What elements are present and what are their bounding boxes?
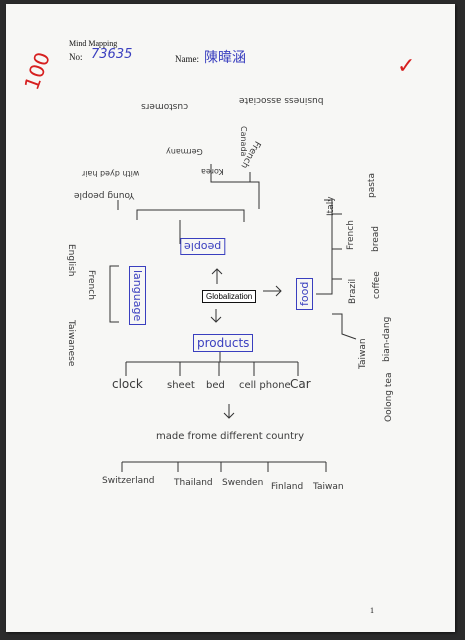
food-item-french: French bbox=[346, 220, 356, 250]
center-node-globalization: Globalization bbox=[202, 290, 257, 303]
food-detail-coffee: coffee bbox=[372, 271, 382, 299]
language-node: language bbox=[129, 266, 146, 326]
food-node: food bbox=[296, 277, 313, 310]
student-no-value: 73635 bbox=[91, 47, 133, 62]
food-detail-oolong-tea: Oolong tea bbox=[384, 372, 394, 422]
food-item-brazil: Brazil bbox=[348, 278, 358, 304]
language-item-taiwanese: Taiwanese bbox=[66, 320, 76, 367]
worksheet-page: Mind Mapping No: 73635 Name: 陳暐涵 100 ✓ bbox=[6, 4, 455, 632]
people-item-canada: Canada bbox=[239, 126, 248, 157]
products-node: products bbox=[193, 334, 254, 352]
food-item-italy: Italy bbox=[326, 196, 336, 216]
worksheet-title: Mind Mapping bbox=[69, 39, 118, 48]
country-switzerland: Switzerland bbox=[102, 476, 155, 486]
people-item-business-associate: business associate bbox=[239, 95, 324, 105]
name-value: 陳暐涵 bbox=[204, 50, 246, 66]
food-detail-pasta: pasta bbox=[367, 173, 377, 198]
food-detail-bian-dang: bian-dang bbox=[382, 316, 392, 362]
people-branch-line bbox=[136, 209, 245, 222]
mind-map-lines bbox=[109, 164, 357, 472]
people-node: people bbox=[180, 238, 226, 255]
food-detail-bread: bread bbox=[371, 226, 381, 252]
page-number: 1 bbox=[370, 606, 374, 615]
country-swenden: Swenden bbox=[222, 478, 264, 488]
food-item-taiwan: Taiwan bbox=[358, 338, 368, 369]
language-item-french: French bbox=[86, 270, 96, 300]
product-item-car: Car bbox=[290, 377, 311, 391]
product-item-bed: bed bbox=[206, 380, 225, 391]
country-thailand: Thailand bbox=[174, 478, 213, 488]
language-item-english: English bbox=[66, 244, 76, 277]
made-from-label: made frome different country bbox=[156, 431, 305, 442]
check-mark-icon: ✓ bbox=[397, 54, 416, 79]
country-finland: Finland bbox=[271, 482, 304, 492]
people-item-korea: Korea bbox=[201, 167, 224, 176]
product-item-clock: clock bbox=[112, 377, 143, 391]
language-bracket-line bbox=[109, 265, 119, 323]
country-taiwan: Taiwan bbox=[313, 482, 344, 492]
student-no-label: No: bbox=[69, 52, 83, 62]
people-item-dyed-hair: with dyed hair bbox=[82, 169, 140, 178]
product-item-cell-phone: cell phone bbox=[239, 380, 291, 391]
people-item-germany: Germany bbox=[166, 147, 203, 156]
food-stem-line bbox=[316, 199, 333, 295]
people-item-young-people: Young people bbox=[74, 190, 135, 200]
product-item-sheet: sheet bbox=[167, 380, 195, 391]
people-item-customers: customers bbox=[141, 101, 189, 111]
name-label: Name: bbox=[175, 54, 199, 64]
